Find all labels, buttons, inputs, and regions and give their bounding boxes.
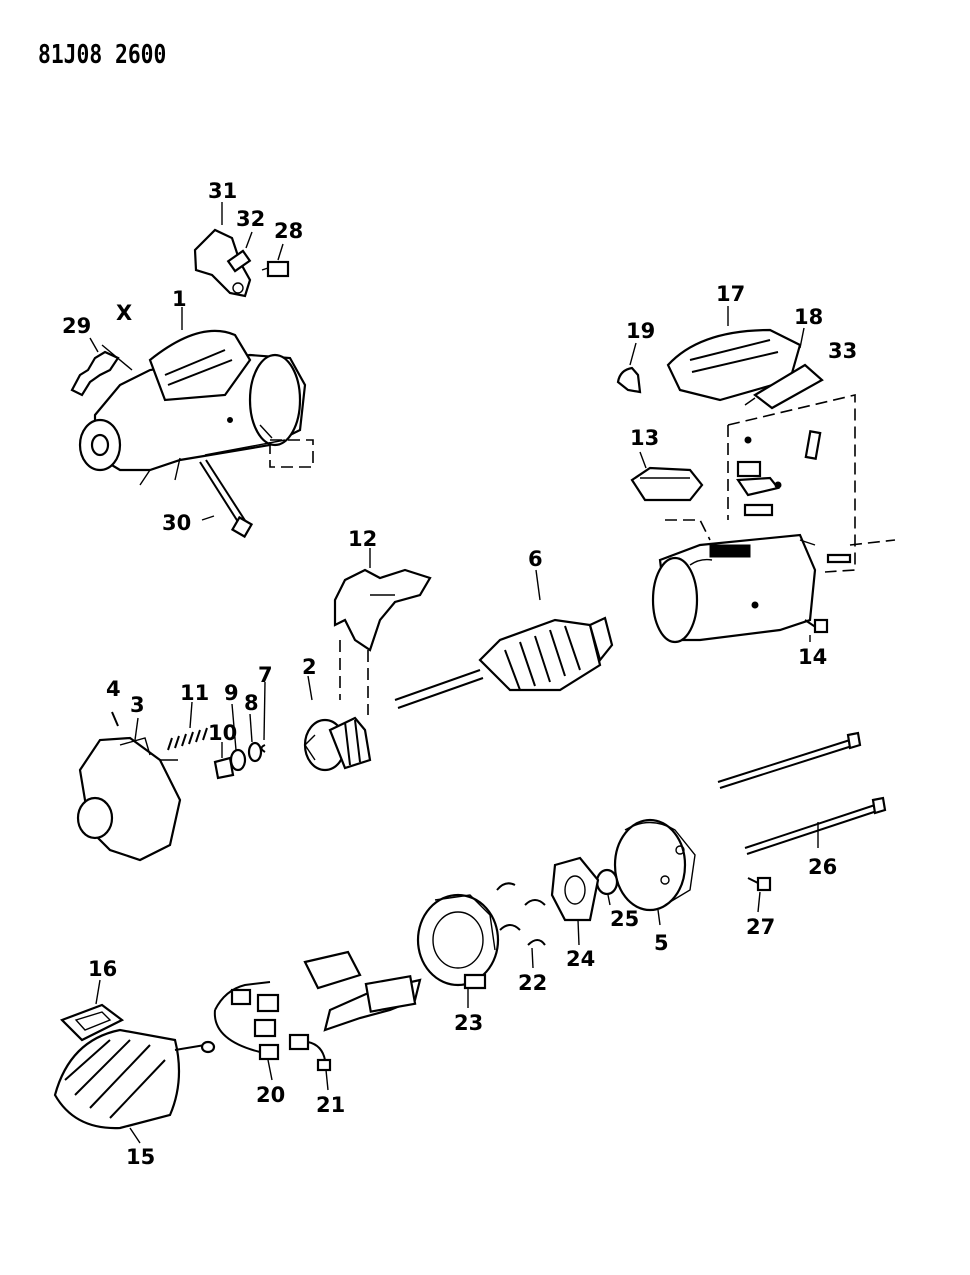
detail-box-dashed: [269, 439, 314, 468]
callout-10: 10: [208, 721, 237, 745]
part-19-clip[interactable]: [616, 366, 642, 394]
part-insulator-plate[interactable]: [303, 950, 422, 1032]
callout-9: 9: [224, 681, 239, 705]
callout-23: 23: [454, 1011, 483, 1035]
part-6-armature[interactable]: [394, 616, 614, 709]
part-33-terminal-kit[interactable]: [727, 393, 856, 573]
part-23-brush-holder[interactable]: [416, 893, 500, 990]
callout-4: 4: [106, 677, 121, 701]
part-14-screw[interactable]: [804, 618, 829, 634]
callout-29: 29: [62, 314, 91, 338]
callout-32: 32: [236, 207, 265, 231]
part-10-bushing[interactable]: [213, 756, 235, 780]
part-11-spring[interactable]: [167, 727, 208, 751]
callout-1: 1: [172, 287, 187, 311]
callout-11: 11: [180, 681, 209, 705]
callout-15: 15: [126, 1145, 155, 1169]
callout-8: 8: [244, 691, 259, 715]
callout-3: 3: [130, 693, 145, 717]
part-15-field-coil[interactable]: [53, 1028, 216, 1130]
leader-lines: [89, 202, 819, 1144]
part-21-brush[interactable]: [288, 1033, 332, 1072]
callout-12: 12: [348, 527, 377, 551]
callout-17: 17: [716, 282, 745, 306]
part-13-pad[interactable]: [630, 466, 704, 502]
callout-28: 28: [274, 219, 303, 243]
part-30-through-bolt[interactable]: [199, 459, 254, 539]
part-8-washer[interactable]: [247, 741, 263, 763]
x-mark: X: [116, 301, 132, 325]
callout-16: 16: [88, 957, 117, 981]
part-3-drive-housing[interactable]: [76, 736, 182, 862]
callout-14: 14: [798, 645, 827, 669]
part-16-gasket[interactable]: [60, 1003, 125, 1042]
part-32-bolt[interactable]: [226, 249, 252, 273]
callout-31: 31: [208, 179, 237, 203]
part-2-drive[interactable]: [303, 716, 372, 772]
callout-20: 20: [256, 1083, 285, 1107]
part-20-field-leads[interactable]: [213, 981, 280, 1061]
part-9-washer[interactable]: [229, 748, 247, 772]
callout-2: 2: [302, 655, 317, 679]
callout-26: 26: [808, 855, 837, 879]
callout-5: 5: [654, 931, 669, 955]
callout-27: 27: [746, 915, 775, 939]
part-29-gasket[interactable]: [70, 344, 133, 397]
part-4-pin[interactable]: [111, 711, 119, 727]
part-5-end-housing[interactable]: [613, 818, 696, 912]
part-starter-assembly[interactable]: [78, 329, 307, 486]
part-27-screw[interactable]: [747, 876, 772, 892]
callout-21: 21: [316, 1093, 345, 1117]
part-12-lever[interactable]: [333, 568, 432, 652]
part-frame-housing[interactable]: [651, 519, 896, 644]
callout-30: 30: [162, 511, 191, 535]
part-28-bolt[interactable]: [261, 260, 290, 278]
callout-22: 22: [518, 971, 547, 995]
diagram-reference-code: 81J08 2600: [38, 40, 167, 70]
part-18-sealant-tube[interactable]: [744, 363, 824, 410]
part-31-bracket[interactable]: [193, 228, 252, 298]
callout-6: 6: [528, 547, 543, 571]
callout-24: 24: [566, 947, 595, 971]
callout-7: 7: [258, 663, 273, 687]
callout-18: 18: [794, 305, 823, 329]
part-26-through-bolts[interactable]: [717, 731, 887, 855]
callout-labels: 1 2 3 4 5 6 7 8 9 10 11 12 13 14 15 16 1…: [62, 179, 857, 1169]
callout-19: 19: [626, 319, 655, 343]
callout-25: 25: [610, 907, 639, 931]
callout-33: 33: [828, 339, 857, 363]
part-25-bushing[interactable]: [595, 868, 619, 896]
part-24-plate[interactable]: [550, 856, 600, 922]
part-22-brush-springs[interactable]: [496, 882, 546, 946]
callout-13: 13: [630, 426, 659, 450]
